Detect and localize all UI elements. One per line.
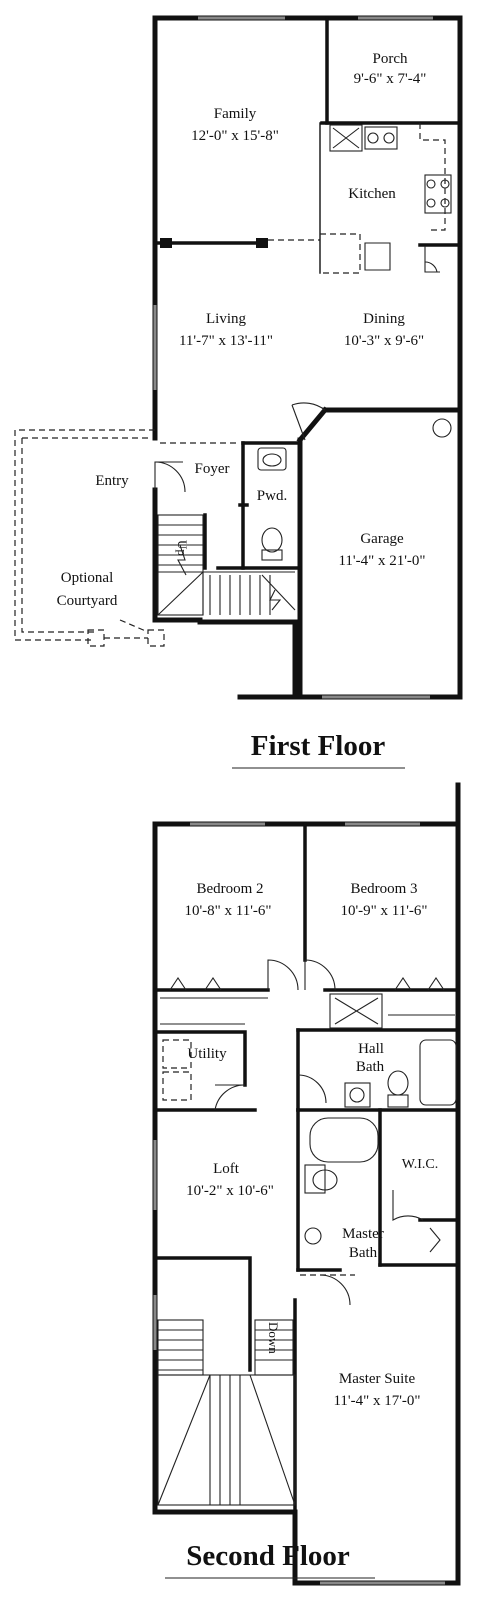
first-floor-title: First Floor <box>251 730 386 762</box>
stairs-down-label: Down <box>266 1322 281 1354</box>
master-bath-label-line2: Bath <box>349 1245 378 1261</box>
porch-label: Porch <box>373 51 408 67</box>
courtyard-label-line2: Courtyard <box>57 593 118 609</box>
porch-dims: 9'-6" x 7'-4" <box>354 71 427 87</box>
master-suite-dims: 11'-4" x 17'-0" <box>333 1393 420 1409</box>
family-dims: 12'-0" x 15'-8" <box>191 128 279 144</box>
second-floor-title: Second Floor <box>186 1540 350 1572</box>
entry-label: Entry <box>95 473 129 489</box>
second-floor-interior-walls <box>153 822 460 1514</box>
first-floor-plan: Porch 9'-6" x 7'-4" Family 12'-0" x 15'-… <box>14 15 463 769</box>
bedroom3-dims: 10'-9" x 11'-6" <box>340 903 427 919</box>
dining-label: Dining <box>363 311 405 327</box>
hall-bath-label-line1: Hall <box>358 1041 384 1057</box>
second-floor-windows <box>153 822 445 1585</box>
foyer-label: Foyer <box>195 461 230 477</box>
utility-label: Utility <box>187 1046 227 1062</box>
hall-bath-label-line2: Bath <box>356 1059 385 1075</box>
garage-dims: 11'-4" x 21'-0" <box>338 553 425 569</box>
dining-dims: 10'-3" x 9'-6" <box>344 333 424 349</box>
first-floor-exterior-walls <box>152 15 463 700</box>
loft-label: Loft <box>213 1161 240 1177</box>
wic-label: W.I.C. <box>402 1157 438 1172</box>
stairs-up-label: Up <box>175 540 190 556</box>
master-suite-label: Master Suite <box>339 1371 416 1387</box>
kitchen-label: Kitchen <box>348 186 396 202</box>
master-bath-label-line1: Master <box>342 1226 384 1242</box>
living-dims: 11'-7" x 13'-11" <box>179 333 273 349</box>
garage-label: Garage <box>360 531 404 547</box>
bedroom3-label: Bedroom 3 <box>350 881 417 897</box>
courtyard-label-line1: Optional <box>61 570 114 586</box>
second-floor-plan: Bedroom 2 10'-8" x 11'-6" Bedroom 3 10'-… <box>152 782 461 1586</box>
living-label: Living <box>206 311 246 327</box>
family-label: Family <box>214 106 257 122</box>
first-floor-windows <box>153 16 433 699</box>
loft-dims: 10'-2" x 10'-6" <box>186 1183 274 1199</box>
first-floor-interior-walls <box>14 16 463 700</box>
powder-label: Pwd. <box>257 488 287 504</box>
bedroom2-label: Bedroom 2 <box>196 881 263 897</box>
bedroom2-dims: 10'-8" x 11'-6" <box>184 903 271 919</box>
